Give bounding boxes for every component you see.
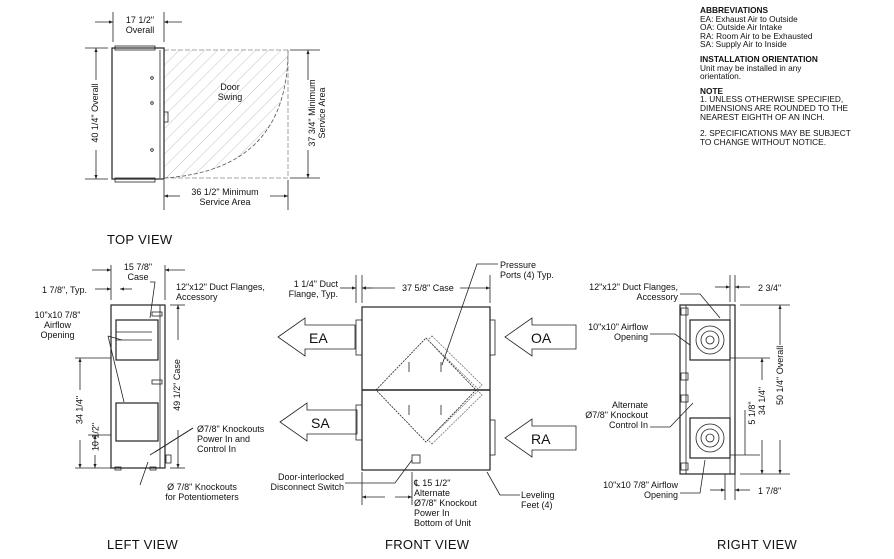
abbreviations-title: ABBREVIATIONS <box>700 5 769 15</box>
sa-arrow <box>279 402 358 442</box>
ea-arrow <box>277 317 356 357</box>
left-knockouts-pot: Ø 7/8" Knockouts for Potentiometers <box>165 482 239 502</box>
service-width-dim: 36 1/2" Minimum Service Area <box>191 187 259 207</box>
right-overall: 50 1/4" Overall <box>775 345 785 405</box>
fan-top <box>695 325 725 355</box>
fan-bottom <box>695 423 725 453</box>
note-title: NOTE <box>700 85 724 96</box>
left-bottom-opening <box>115 402 159 442</box>
right-view-drawing <box>650 275 790 500</box>
abbreviation-ea: EA: Exhaust Air to Outside <box>700 13 798 24</box>
right-view-title: RIGHT VIEW <box>717 537 798 552</box>
left-knockouts-power: Ø7/8" Knockouts Power In and Control In <box>197 424 265 454</box>
left-flange-typ: 1 7/8", Typ. <box>42 285 88 295</box>
door-swing-label: Door Swing <box>217 82 243 102</box>
right-dim-234: 2 3/4" <box>758 283 782 293</box>
right-dim-518: 5 1/8" <box>747 393 757 433</box>
ra-arrow <box>504 418 577 458</box>
left-dim-34: 34 1/4" <box>74 395 85 425</box>
left-airflow-opening: 10"x10 7/8" Airflow Opening <box>34 310 81 340</box>
leveling-feet-label: Leveling Feet (4) <box>521 490 555 510</box>
left-case-height: 49 1/2" Case <box>172 359 182 411</box>
right-airflow-top: 10"x10" Airflow Opening <box>588 322 648 342</box>
note-1: 1. UNLESS OTHERWISE SPECIFIED, DIMENSION… <box>700 94 848 122</box>
service-depth-dim: 37 3/4" Minimum Service Area <box>307 79 327 147</box>
front-view-title: FRONT VIEW <box>385 537 470 552</box>
oa-arrow <box>504 317 577 357</box>
alt-knockout-power-label: ℄ 15 1/2" Alternate Ø7/8" Knockout Power… <box>414 478 477 528</box>
notes-block: ABBREVIATIONS EA: Exhaust Air to Outside… <box>700 6 851 146</box>
pressure-ports-label: Pressure Ports (4) Typ. <box>500 260 554 280</box>
front-duct-flange: 1 1/4" Duct Flange, Typ. <box>288 279 338 299</box>
left-dim-10: 10 1/2" <box>90 422 101 452</box>
abbreviation-oa: OA: Outside Air Intake <box>700 22 783 33</box>
right-dim-3414: 34 1/4" <box>757 380 767 422</box>
top-depth-dim: 40 1/4" Overall <box>90 83 100 143</box>
left-view-title: LEFT VIEW <box>107 537 179 552</box>
front-view-drawing <box>277 263 577 505</box>
oa-label: OA <box>531 330 552 346</box>
note-2: 2. SPECIFICATIONS MAY BE SUBJECT TO CHAN… <box>700 128 851 147</box>
door-swing-area <box>164 50 288 178</box>
orientation-text: Unit may be installed in any orientation… <box>700 62 802 82</box>
left-duct-flanges: 12"x12" Duct Flanges, Accessory <box>176 282 265 302</box>
left-case-width: 15 7/8" Case <box>123 262 153 282</box>
abbreviation-sa: SA: Supply Air to Inside <box>700 39 787 50</box>
top-width-dim: 17 1/2" Overall <box>125 15 155 35</box>
right-alt-knockout: Alternate Ø7/8" Knockout Control In <box>585 400 648 430</box>
top-view-title: TOP VIEW <box>107 232 173 247</box>
left-view-drawing <box>75 265 194 486</box>
right-duct-flanges: 12"x12" Duct Flanges, Accessory <box>589 282 678 302</box>
ra-label: RA <box>531 431 551 447</box>
front-case-width: 37 5/8" Case <box>400 283 456 293</box>
disconnect-switch-label: Door-interlocked Disconnect Switch <box>270 472 344 492</box>
ea-label: EA <box>309 330 328 346</box>
orientation-title: INSTALLATION ORIENTATION <box>700 53 818 64</box>
top-view-drawing <box>85 12 320 210</box>
abbreviation-ra: RA: Room Air to be Exhausted <box>700 30 813 41</box>
right-airflow-bottom: 10"x10 7/8" Airflow Opening <box>603 480 678 500</box>
sa-label: SA <box>311 415 330 431</box>
unit-top <box>111 47 165 180</box>
right-dim-178: 1 7/8" <box>758 486 782 496</box>
